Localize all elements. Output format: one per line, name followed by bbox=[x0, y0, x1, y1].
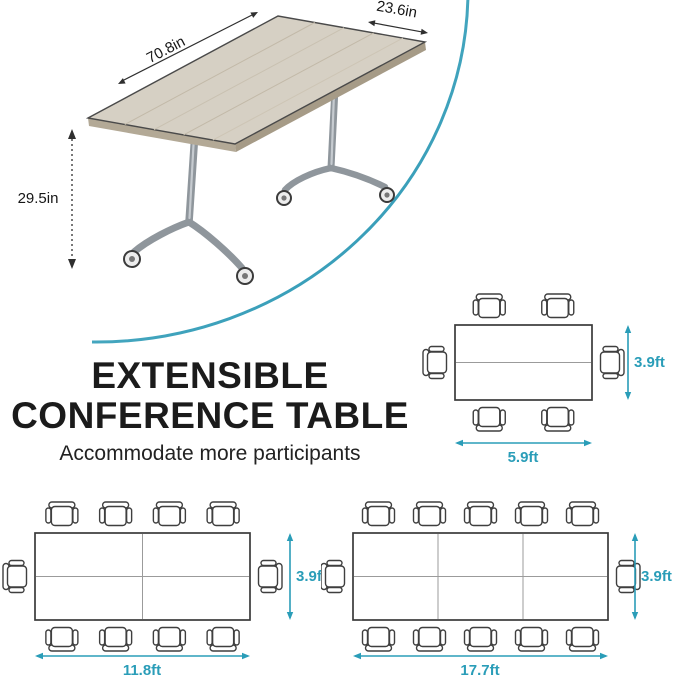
layout-diagram-triple-table: 3.9ft 17.7ft bbox=[321, 501, 672, 679]
table-foot bbox=[327, 164, 389, 191]
chair-icon bbox=[565, 626, 600, 652]
diagram-shapes bbox=[2, 501, 294, 660]
chair-icon bbox=[599, 345, 625, 380]
arrowhead-icon bbox=[624, 325, 632, 333]
arrowhead-icon bbox=[368, 20, 376, 27]
arrowhead-icon bbox=[584, 439, 592, 447]
wood-grain bbox=[212, 37, 404, 141]
chair-icon bbox=[472, 293, 506, 319]
caster-wheel bbox=[236, 267, 254, 285]
table-width-label: 11.8ft bbox=[123, 662, 161, 679]
chair-icon bbox=[98, 501, 133, 527]
chair-icon bbox=[152, 626, 187, 652]
arrowhead-icon bbox=[631, 533, 639, 541]
chair-icon bbox=[257, 559, 283, 594]
table-width-label: 17.7ft bbox=[460, 662, 499, 679]
chair-icon bbox=[45, 501, 79, 527]
table-depth-label: 3.9ft bbox=[641, 568, 672, 585]
chair-icon bbox=[206, 626, 240, 652]
chair-icon bbox=[2, 559, 28, 594]
leg-highlight bbox=[330, 90, 336, 166]
arrowhead-icon bbox=[68, 259, 76, 269]
arrowhead-icon bbox=[600, 652, 608, 660]
decorative-arc bbox=[91, 0, 470, 344]
wood-grain bbox=[124, 22, 316, 125]
chair-icon bbox=[541, 293, 575, 319]
arrowhead-icon bbox=[353, 652, 361, 660]
chair-icon bbox=[321, 559, 346, 594]
table-depth-label: 3.9ft bbox=[634, 354, 665, 371]
caster-wheel bbox=[276, 190, 292, 206]
arrowhead-icon bbox=[286, 533, 294, 541]
chair-icon bbox=[412, 501, 447, 527]
arrowhead-icon bbox=[242, 652, 250, 660]
height-dimension-label: 29.5in bbox=[18, 190, 59, 207]
chair-icon bbox=[45, 626, 79, 652]
arrowhead-icon bbox=[68, 129, 76, 139]
table-width-label: 5.9ft bbox=[508, 449, 539, 466]
chair-icon bbox=[463, 501, 498, 527]
arrowhead-icon bbox=[118, 78, 126, 84]
leg-highlight bbox=[188, 134, 196, 220]
chair-icon bbox=[565, 501, 600, 527]
chair-icon bbox=[514, 501, 549, 527]
chair-icon bbox=[152, 501, 187, 527]
headline-line1: EXTENSIBLE bbox=[91, 355, 329, 396]
subtitle: Accommodate more participants bbox=[59, 442, 361, 465]
chair-icon bbox=[541, 406, 575, 432]
chair-icon bbox=[361, 501, 396, 527]
title-block: EXTENSIBLE CONFERENCE TABLE Accommodate … bbox=[2, 356, 418, 466]
table-depth-label: 3.9ft bbox=[296, 568, 327, 585]
depth-dimension-label: 23.6in bbox=[375, 0, 418, 21]
length-dimension-line bbox=[121, 13, 255, 82]
chair-icon bbox=[472, 406, 506, 432]
layout-diagram-double-table: 3.9ft 11.8ft bbox=[2, 501, 327, 679]
chair-icon bbox=[361, 626, 396, 652]
arrowhead-icon bbox=[631, 612, 639, 620]
tabletop bbox=[85, 15, 428, 152]
depth-dimension-line bbox=[371, 22, 425, 33]
chair-icon bbox=[422, 345, 448, 380]
table-foot bbox=[130, 218, 193, 256]
arrowhead-icon bbox=[286, 612, 294, 620]
arrowhead-icon bbox=[455, 439, 463, 447]
caster-wheel bbox=[123, 250, 141, 268]
chair-icon bbox=[412, 626, 447, 652]
wood-grain bbox=[183, 32, 374, 136]
chair-icon bbox=[463, 626, 498, 652]
arrowhead-icon bbox=[624, 392, 632, 400]
layout-diagram-single-table: 3.9ft 5.9ft bbox=[422, 293, 665, 466]
chair-icon bbox=[206, 501, 240, 527]
table-foot bbox=[185, 218, 246, 272]
hero-3d-table: 29.5in 70.8in 23.6in bbox=[18, 0, 470, 344]
arrowhead-icon bbox=[35, 652, 43, 660]
headline-line2: CONFERENCE TABLE bbox=[11, 395, 409, 436]
table-3d-drawing bbox=[85, 15, 428, 285]
diagram-shapes bbox=[321, 501, 641, 660]
chair-icon bbox=[615, 559, 641, 594]
wood-grain bbox=[153, 27, 345, 131]
arrowhead-icon bbox=[250, 12, 258, 18]
chair-icon bbox=[98, 626, 133, 652]
arrowhead-icon bbox=[420, 28, 428, 35]
table-foot bbox=[281, 164, 335, 194]
chair-icon bbox=[514, 626, 549, 652]
caster-wheel bbox=[379, 187, 395, 203]
length-dimension-label: 70.8in bbox=[144, 33, 188, 67]
diagram-shapes bbox=[422, 293, 632, 447]
